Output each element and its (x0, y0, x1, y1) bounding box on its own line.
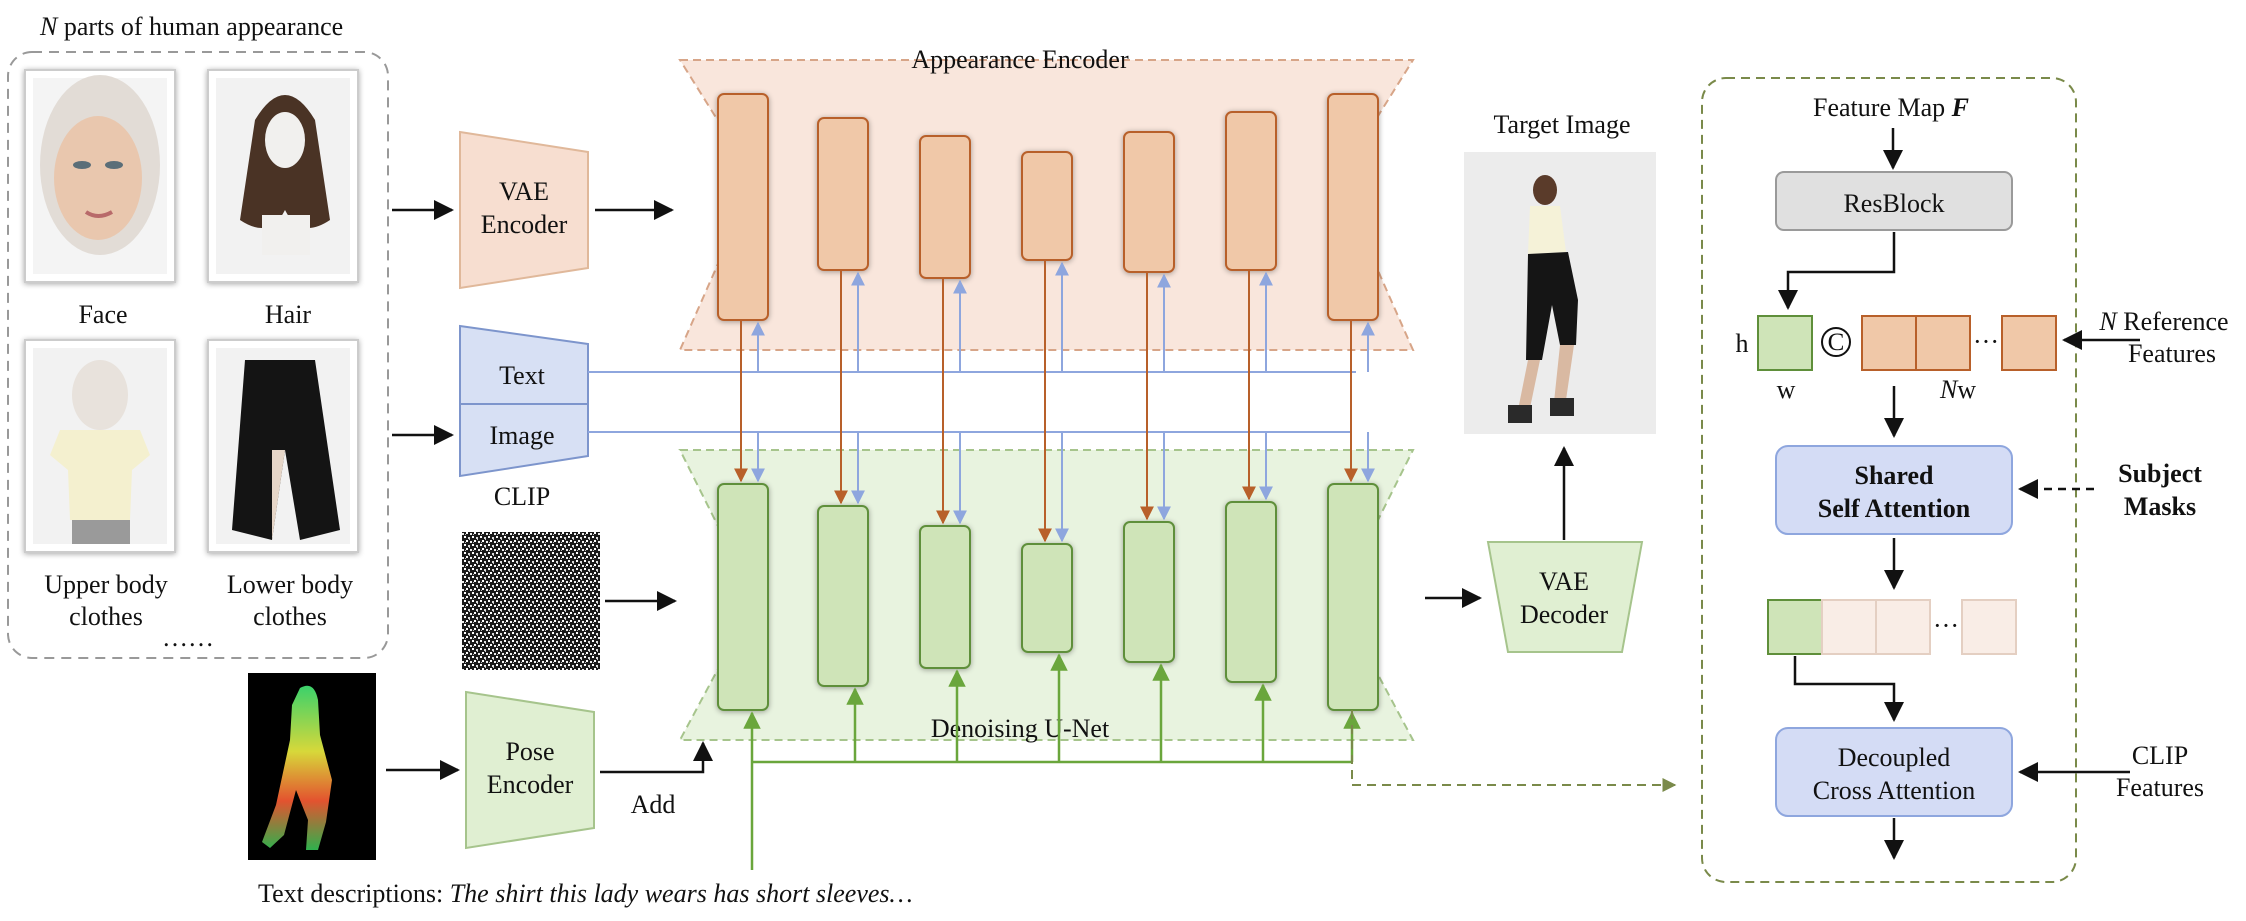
vae-decoder-block: VAE Decoder (1486, 541, 1644, 653)
ref-token-n (2001, 315, 2057, 371)
unet-block-1 (717, 483, 769, 711)
ref-token-dots: ··· (1973, 327, 1999, 356)
reference-features-label-1: N Reference (2098, 307, 2228, 336)
encoder-block-4 (1021, 151, 1073, 261)
upper-body-clothes-image (24, 339, 176, 553)
encoder-block-7 (1327, 93, 1379, 321)
unet-block-3 (919, 525, 971, 669)
lower-body-label-2: clothes (253, 602, 327, 631)
decoupled-cross-attention-label-1: Decoupled (1838, 743, 1951, 772)
vae-encoder-label-2: Encoder (481, 210, 568, 239)
resblock-box (1775, 171, 2013, 231)
output-ref-token-2 (1875, 599, 1931, 655)
appearance-encoder-title: Appearance Encoder (911, 45, 1129, 74)
upper-body-label-1: Upper body (44, 570, 167, 599)
reference-features-label-2: Features (2128, 339, 2216, 368)
vae-decoder-label-2: Decoder (1520, 600, 1608, 629)
output-ref-token-1 (1821, 599, 1877, 655)
w-label: w (1777, 375, 1796, 404)
clip-label: CLIP (494, 482, 550, 511)
ref-token-1 (1861, 315, 1917, 371)
clip-feature-connections (588, 261, 1375, 543)
vae-decoder-label-1: VAE (1539, 567, 1589, 596)
unet-block-2 (817, 505, 869, 687)
encoder-block-5 (1123, 131, 1175, 273)
hair-image (207, 69, 359, 283)
decoupled-cross-attention-label-2: Cross Attention (1813, 776, 1976, 805)
subject-masks-label-2: Masks (2124, 492, 2196, 521)
face-image (24, 69, 176, 283)
ref-token-2 (1915, 315, 1971, 371)
add-label: Add (631, 790, 676, 819)
subject-masks-label-1: Subject (2118, 459, 2202, 488)
attention-detail-panel: Feature Map F ResBlock h w C ··· Nw N Re… (1701, 77, 2229, 883)
shared-self-attention-box (1775, 445, 2013, 535)
appearance-encoder: Appearance Encoder (678, 45, 1415, 351)
lower-body-clothes-image (207, 339, 359, 553)
concat-symbol (1821, 327, 1851, 357)
feature-map-label: Feature Map F (1813, 93, 1969, 122)
text-description-connections (743, 653, 1361, 870)
shared-self-attention-label-1: Shared (1855, 461, 1935, 490)
shared-self-attention-label-2: Self Attention (1818, 494, 1971, 523)
pose-encoder-label-1: Pose (505, 737, 554, 766)
decoupled-cross-attention-box (1775, 727, 2013, 817)
nw-label: Nw (1939, 375, 1976, 404)
target-image (1464, 152, 1656, 434)
output-token-dots: ··· (1933, 611, 1959, 640)
encoder-block-1 (717, 93, 769, 321)
clip-text-label: Text (499, 361, 546, 390)
hair-label: Hair (265, 300, 312, 329)
reference-feature-connections (734, 260, 1358, 543)
pose-map-image (248, 673, 376, 860)
pose-encoder-label-2: Encoder (487, 770, 574, 799)
clip-features-label-2: Features (2116, 773, 2204, 802)
input-parts-panel: N parts of human appearance Face Hair (7, 12, 389, 659)
resblock-label: ResBlock (1843, 189, 1944, 218)
encoder-block-3 (919, 135, 971, 279)
unet-block-4 (1021, 543, 1073, 653)
lower-body-label-1: Lower body (227, 570, 353, 599)
unet-title: Denoising U-Net (931, 714, 1110, 743)
upper-body-label-2: clothes (69, 602, 143, 631)
clip-features-label-1: CLIP (2132, 741, 2188, 770)
input-panel-title: N parts of human appearance (39, 12, 343, 41)
arrow-pose-add (600, 741, 713, 774)
denoising-unet: Denoising U-Net (678, 449, 1415, 743)
encoder-block-2 (817, 117, 869, 271)
encoder-block-6 (1225, 111, 1277, 271)
output-h-token (1767, 599, 1823, 655)
unet-block-7 (1327, 483, 1379, 711)
more-parts-ellipsis: …… (162, 623, 214, 652)
h-feature-token (1757, 315, 1813, 371)
vae-encoder-block: VAE Encoder (459, 130, 589, 290)
face-label: Face (78, 300, 127, 329)
noise-latent (462, 532, 600, 670)
detail-link-arrow (1351, 710, 1677, 792)
pose-encoder-block: Pose Encoder (465, 690, 595, 850)
text-descriptions: Text descriptions: The shirt this lady w… (258, 879, 913, 908)
target-image-title: Target Image (1493, 110, 1630, 139)
clip-image-label: Image (490, 421, 555, 450)
output-ref-token-n (1961, 599, 2017, 655)
concat-symbol-letter: C (1828, 329, 1845, 356)
h-label: h (1736, 329, 1749, 358)
clip-block: Text Image CLIP (459, 324, 589, 511)
vae-encoder-label-1: VAE (499, 177, 549, 206)
unet-block-5 (1123, 521, 1175, 663)
unet-block-6 (1225, 501, 1277, 683)
